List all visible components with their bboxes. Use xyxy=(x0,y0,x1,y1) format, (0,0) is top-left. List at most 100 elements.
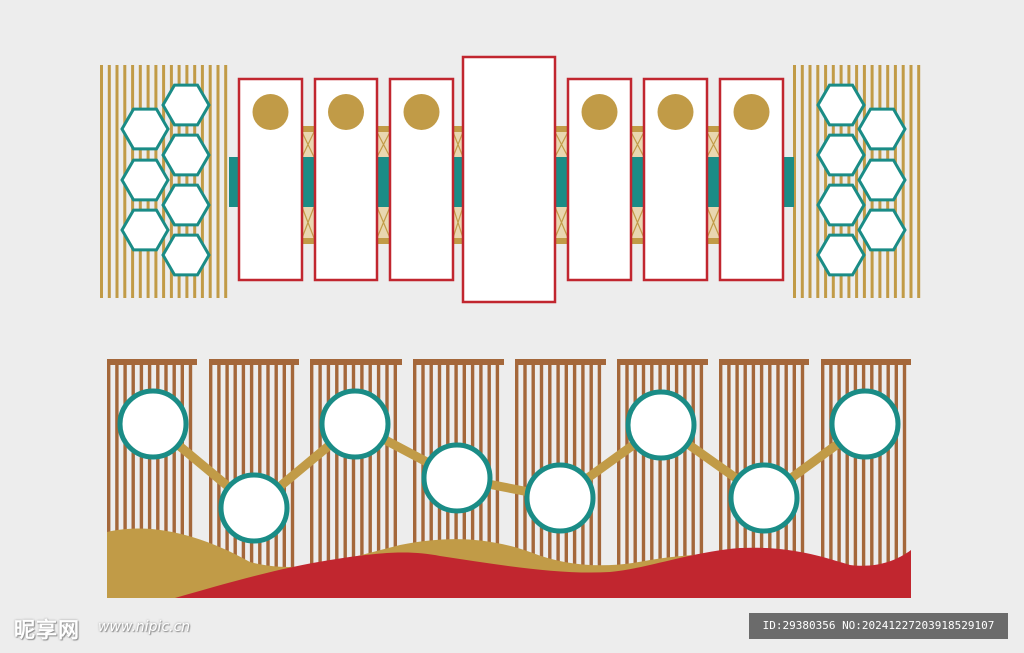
brown-stripe xyxy=(351,359,356,598)
brown-stripe xyxy=(343,359,347,598)
gold-stripe xyxy=(185,65,189,298)
brown-stripe xyxy=(650,359,654,598)
gold-stripe xyxy=(216,65,220,298)
timeline-photo-circle xyxy=(524,462,596,534)
lattice-rail xyxy=(631,238,644,244)
hexagon-frame xyxy=(161,183,211,227)
stripe-section-cap xyxy=(107,359,197,365)
gold-stripe xyxy=(839,65,843,298)
brown-stripe xyxy=(326,359,331,598)
gold-stripe xyxy=(847,65,851,298)
gold-stripe xyxy=(100,65,103,298)
gold-stripe xyxy=(917,65,921,298)
brown-stripe xyxy=(274,359,278,598)
gold-stripe xyxy=(909,65,913,298)
brown-stripe xyxy=(523,359,527,598)
gold-stripe xyxy=(208,65,212,298)
brown-stripe xyxy=(393,359,397,598)
hexagon-frame xyxy=(816,133,866,177)
stripe-section-cap xyxy=(310,359,402,365)
watermark-logo: 昵享网 xyxy=(14,618,80,642)
gold-stripe xyxy=(855,65,859,298)
brown-stripe xyxy=(633,359,637,598)
brown-stripe xyxy=(617,359,621,598)
hexagon-frame xyxy=(816,83,866,127)
teal-band-segment xyxy=(302,157,314,207)
brown-stripe xyxy=(335,359,339,598)
lattice-rail xyxy=(377,126,390,132)
brown-stripe xyxy=(495,359,500,598)
gold-stripe xyxy=(808,65,812,298)
brown-stripe xyxy=(360,359,364,598)
brown-stripe xyxy=(225,359,229,598)
brown-stripe xyxy=(853,359,858,598)
brown-stripe xyxy=(597,359,602,598)
watermark-url: www.nipic.cn xyxy=(98,619,191,635)
lattice-rail xyxy=(707,126,720,132)
brown-stripe xyxy=(861,359,866,598)
brown-stripe xyxy=(107,359,111,598)
brown-stripe xyxy=(164,359,168,598)
brown-stripe xyxy=(368,359,372,598)
timeline-photo-circle xyxy=(625,389,697,461)
timeline-photo-circle xyxy=(117,388,189,460)
brown-stripe xyxy=(385,359,389,598)
stripe-section-cap xyxy=(209,359,299,365)
brown-stripe xyxy=(878,359,882,598)
brown-stripe xyxy=(310,359,314,598)
brown-stripe xyxy=(845,359,849,598)
teal-band-segment xyxy=(555,157,568,207)
timeline-photo-circle xyxy=(829,388,901,460)
brown-stripe xyxy=(800,359,805,598)
image-id-bar: ID:29380356 NO:20241227203918529107 xyxy=(749,613,1008,639)
gold-stripe xyxy=(193,65,197,298)
brown-stripe xyxy=(209,359,213,598)
brown-stripe xyxy=(829,359,833,598)
teal-band-segment xyxy=(453,157,463,207)
hexagon-frame xyxy=(857,158,907,202)
brown-stripe xyxy=(139,359,144,598)
frame-connectors xyxy=(301,126,721,244)
gold-stripe xyxy=(177,65,181,298)
brown-stripe xyxy=(666,359,670,598)
brown-stripe xyxy=(147,359,152,598)
timeline-nodes xyxy=(117,388,901,544)
brown-stripe xyxy=(376,359,381,598)
teal-band-right xyxy=(783,157,794,207)
stripe-section-cap xyxy=(821,359,911,365)
teal-band-segment xyxy=(707,157,720,207)
brown-stripe xyxy=(902,359,907,598)
brown-stripe xyxy=(131,359,135,598)
brown-stripe xyxy=(172,359,176,598)
brown-stripe xyxy=(156,359,160,598)
gold-stripe xyxy=(831,65,835,298)
lattice-cross xyxy=(376,131,391,239)
gold-stripe xyxy=(824,65,828,298)
stripe-section-cap xyxy=(617,359,708,365)
lattice-rail xyxy=(302,238,314,244)
lattice-cross xyxy=(301,131,315,239)
hexagon-frame xyxy=(120,158,170,202)
left-hexagon-cluster xyxy=(120,83,211,277)
gold-medallion xyxy=(581,94,618,130)
brown-stripe xyxy=(123,359,127,598)
lattice-cross xyxy=(706,131,721,239)
brown-stripe xyxy=(413,359,417,598)
lattice-cross xyxy=(554,131,569,239)
gold-stripe xyxy=(800,65,804,298)
teal-band-segment xyxy=(631,157,644,207)
photo-frame xyxy=(237,77,304,282)
gold-stripe xyxy=(115,65,119,298)
timeline-photo-circle xyxy=(728,462,800,534)
gold-stripe xyxy=(107,65,111,298)
timeline-photo-circle xyxy=(421,442,493,514)
brown-stripe xyxy=(115,359,119,598)
brown-stripe xyxy=(886,359,890,598)
brown-stripe xyxy=(674,359,679,598)
hexagon-frame xyxy=(120,107,170,151)
right-hexagon-cluster xyxy=(816,83,907,277)
hexagon-frame xyxy=(857,208,907,252)
lattice-rail xyxy=(302,126,314,132)
center-photo-frame xyxy=(461,55,557,304)
lattice-cross xyxy=(630,131,645,239)
